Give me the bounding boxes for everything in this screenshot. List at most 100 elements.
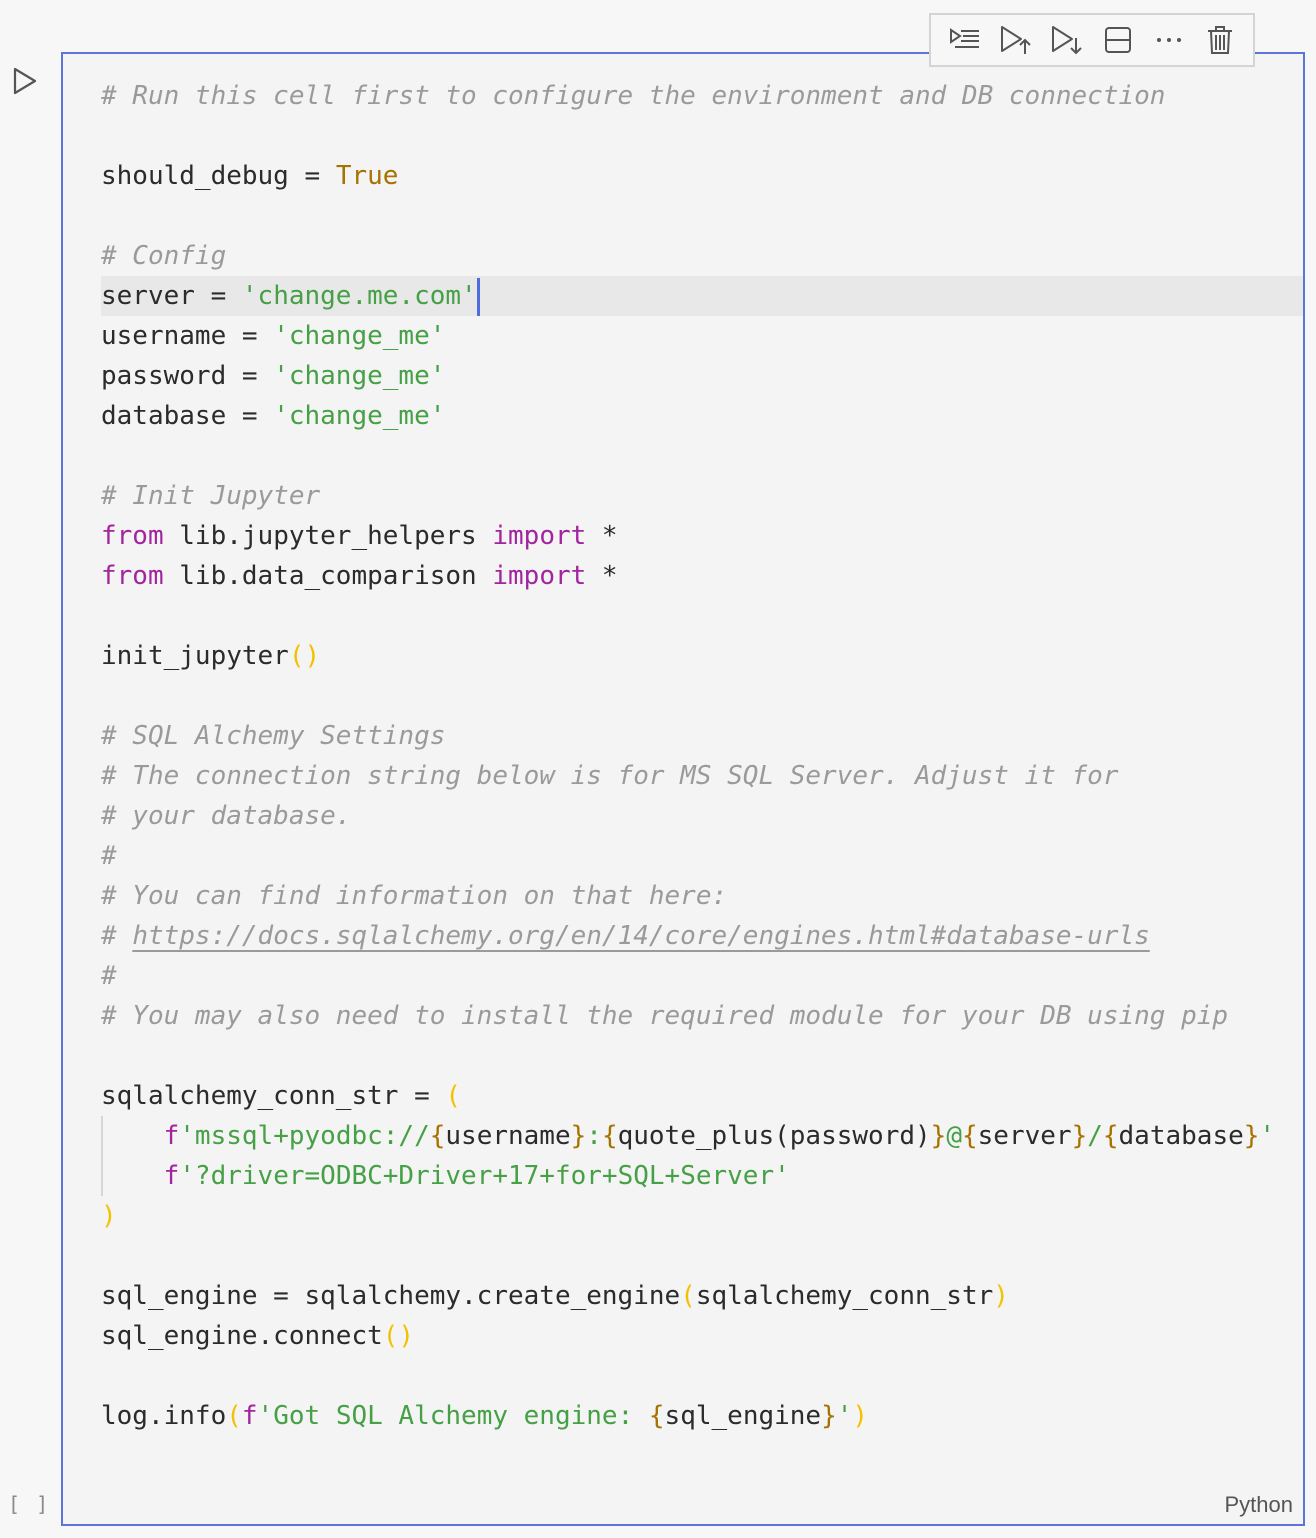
code-line bbox=[101, 1036, 1303, 1076]
comment: # The connection string below is for MS … bbox=[101, 761, 1119, 791]
play-icon bbox=[13, 67, 37, 95]
code-line bbox=[101, 116, 1303, 156]
code-line bbox=[101, 676, 1303, 716]
code-text: log.info bbox=[101, 1401, 227, 1431]
code-text: init_jupyter bbox=[101, 641, 289, 671]
bracket: () bbox=[288, 641, 321, 671]
string: '?driver=ODBC+Driver+17+for+SQL+Server' bbox=[179, 1161, 790, 1191]
keyword: import bbox=[492, 521, 587, 551]
split-cell-button[interactable] bbox=[1100, 22, 1136, 58]
code-line: # You can find information on that here: bbox=[101, 876, 1303, 916]
code-line: # Config bbox=[101, 236, 1303, 276]
code-text: lib.jupyter_helpers bbox=[163, 521, 493, 551]
string: 'change_me' bbox=[273, 401, 446, 431]
keyword: import bbox=[492, 561, 587, 591]
code-line: # The connection string below is for MS … bbox=[101, 756, 1303, 796]
bracket: ( bbox=[680, 1281, 696, 1311]
brace: } bbox=[930, 1121, 947, 1151]
more-actions-button[interactable] bbox=[1151, 22, 1187, 58]
code-line: init_jupyter() bbox=[101, 636, 1303, 676]
comment: # You may also need to install the requi… bbox=[101, 1001, 1229, 1031]
code-line: should_debug = True bbox=[101, 156, 1303, 196]
code-editor[interactable]: # Run this cell first to configure the e… bbox=[101, 76, 1303, 1436]
brace: { bbox=[1102, 1121, 1119, 1151]
code-text: * bbox=[586, 521, 618, 551]
code-line bbox=[101, 1356, 1303, 1396]
string: ' bbox=[1259, 1121, 1276, 1151]
code-line: password = 'change_me' bbox=[101, 356, 1303, 396]
code-line: f'?driver=ODBC+Driver+17+for+SQL+Server' bbox=[101, 1156, 1303, 1196]
code-line: # https://docs.sqlalchemy.org/en/14/core… bbox=[101, 916, 1303, 956]
docs-link[interactable]: https://docs.sqlalchemy.org/en/14/core/e… bbox=[132, 921, 1150, 951]
cell-toolbar bbox=[929, 13, 1255, 67]
delete-cell-button[interactable] bbox=[1202, 22, 1238, 58]
code-line: database = 'change_me' bbox=[101, 396, 1303, 436]
run-cell-button[interactable] bbox=[10, 66, 40, 96]
code-line: sql_engine.connect() bbox=[101, 1316, 1303, 1356]
brace: { bbox=[429, 1121, 446, 1151]
string: / bbox=[1087, 1121, 1103, 1151]
keyword-true: True bbox=[335, 161, 399, 191]
brace: } bbox=[570, 1121, 587, 1151]
brace: { bbox=[648, 1401, 665, 1431]
string: 'change_me' bbox=[273, 321, 446, 351]
run-up-icon bbox=[1000, 26, 1031, 54]
keyword: from bbox=[101, 521, 164, 551]
code-line: sql_engine = sqlalchemy.create_engine(sq… bbox=[101, 1276, 1303, 1316]
code-text: sql_engine bbox=[664, 1401, 822, 1431]
code-text: * bbox=[586, 561, 618, 591]
code-line bbox=[101, 196, 1303, 236]
brace: { bbox=[961, 1121, 978, 1151]
code-line: username = 'change_me' bbox=[101, 316, 1303, 356]
code-line: # bbox=[101, 956, 1303, 996]
code-line bbox=[101, 1236, 1303, 1276]
brace: } bbox=[1071, 1121, 1088, 1151]
comment: # bbox=[101, 841, 117, 871]
code-line: from lib.jupyter_helpers import * bbox=[101, 516, 1303, 556]
comment: # Run this cell first to configure the e… bbox=[101, 81, 1166, 111]
code-line: # Run this cell first to configure the e… bbox=[101, 76, 1303, 116]
code-cell[interactable]: # Run this cell first to configure the e… bbox=[61, 52, 1305, 1526]
code-line bbox=[101, 596, 1303, 636]
run-below-button[interactable] bbox=[1049, 22, 1085, 58]
run-above-button[interactable] bbox=[998, 22, 1034, 58]
bracket: ( bbox=[226, 1401, 242, 1431]
execution-count: [ ] bbox=[8, 1492, 51, 1516]
comment: # your database. bbox=[101, 801, 352, 831]
string: : bbox=[586, 1121, 602, 1151]
comment: # You can find information on that here: bbox=[101, 881, 728, 911]
comment: # SQL Alchemy Settings bbox=[101, 721, 446, 751]
code-line: log.info(f'Got SQL Alchemy engine: {sql_… bbox=[101, 1396, 1303, 1436]
code-line bbox=[101, 436, 1303, 476]
string: 'Got SQL Alchemy engine: bbox=[257, 1401, 649, 1431]
more-icon bbox=[1156, 38, 1181, 42]
fstring-prefix: f bbox=[163, 1121, 180, 1151]
string: ' bbox=[836, 1401, 853, 1431]
code-line: # bbox=[101, 836, 1303, 876]
bracket: ) bbox=[101, 1201, 117, 1231]
code-text: password = bbox=[101, 361, 274, 391]
code-text: username bbox=[445, 1121, 571, 1151]
trash-icon bbox=[1207, 26, 1232, 54]
code-line: # SQL Alchemy Settings bbox=[101, 716, 1303, 756]
comment: # Init Jupyter bbox=[101, 481, 321, 511]
bracket: ( bbox=[445, 1081, 462, 1111]
code-text: database bbox=[1118, 1121, 1244, 1151]
cell-language-label[interactable]: Python bbox=[1224, 1492, 1294, 1517]
run-above-icon bbox=[949, 28, 979, 48]
code-line: # You may also need to install the requi… bbox=[101, 996, 1303, 1036]
brace: { bbox=[601, 1121, 618, 1151]
run-down-icon bbox=[1051, 26, 1082, 55]
code-text: sqlalchemy_conn_str bbox=[695, 1281, 994, 1311]
string: 'change_me' bbox=[273, 361, 446, 391]
code-text: server bbox=[977, 1121, 1072, 1151]
text-cursor bbox=[476, 277, 480, 316]
code-line: from lib.data_comparison import * bbox=[101, 556, 1303, 596]
bracket: () bbox=[382, 1321, 415, 1351]
code-text: sqlalchemy_conn_str = bbox=[101, 1081, 446, 1111]
bracket: ) bbox=[993, 1281, 1009, 1311]
comment: # Config bbox=[101, 241, 227, 271]
code-text: lib.data_comparison bbox=[163, 561, 493, 591]
code-line: f'mssql+pyodbc://{username}:{quote_plus(… bbox=[101, 1116, 1303, 1196]
execute-above-button[interactable] bbox=[947, 22, 983, 58]
